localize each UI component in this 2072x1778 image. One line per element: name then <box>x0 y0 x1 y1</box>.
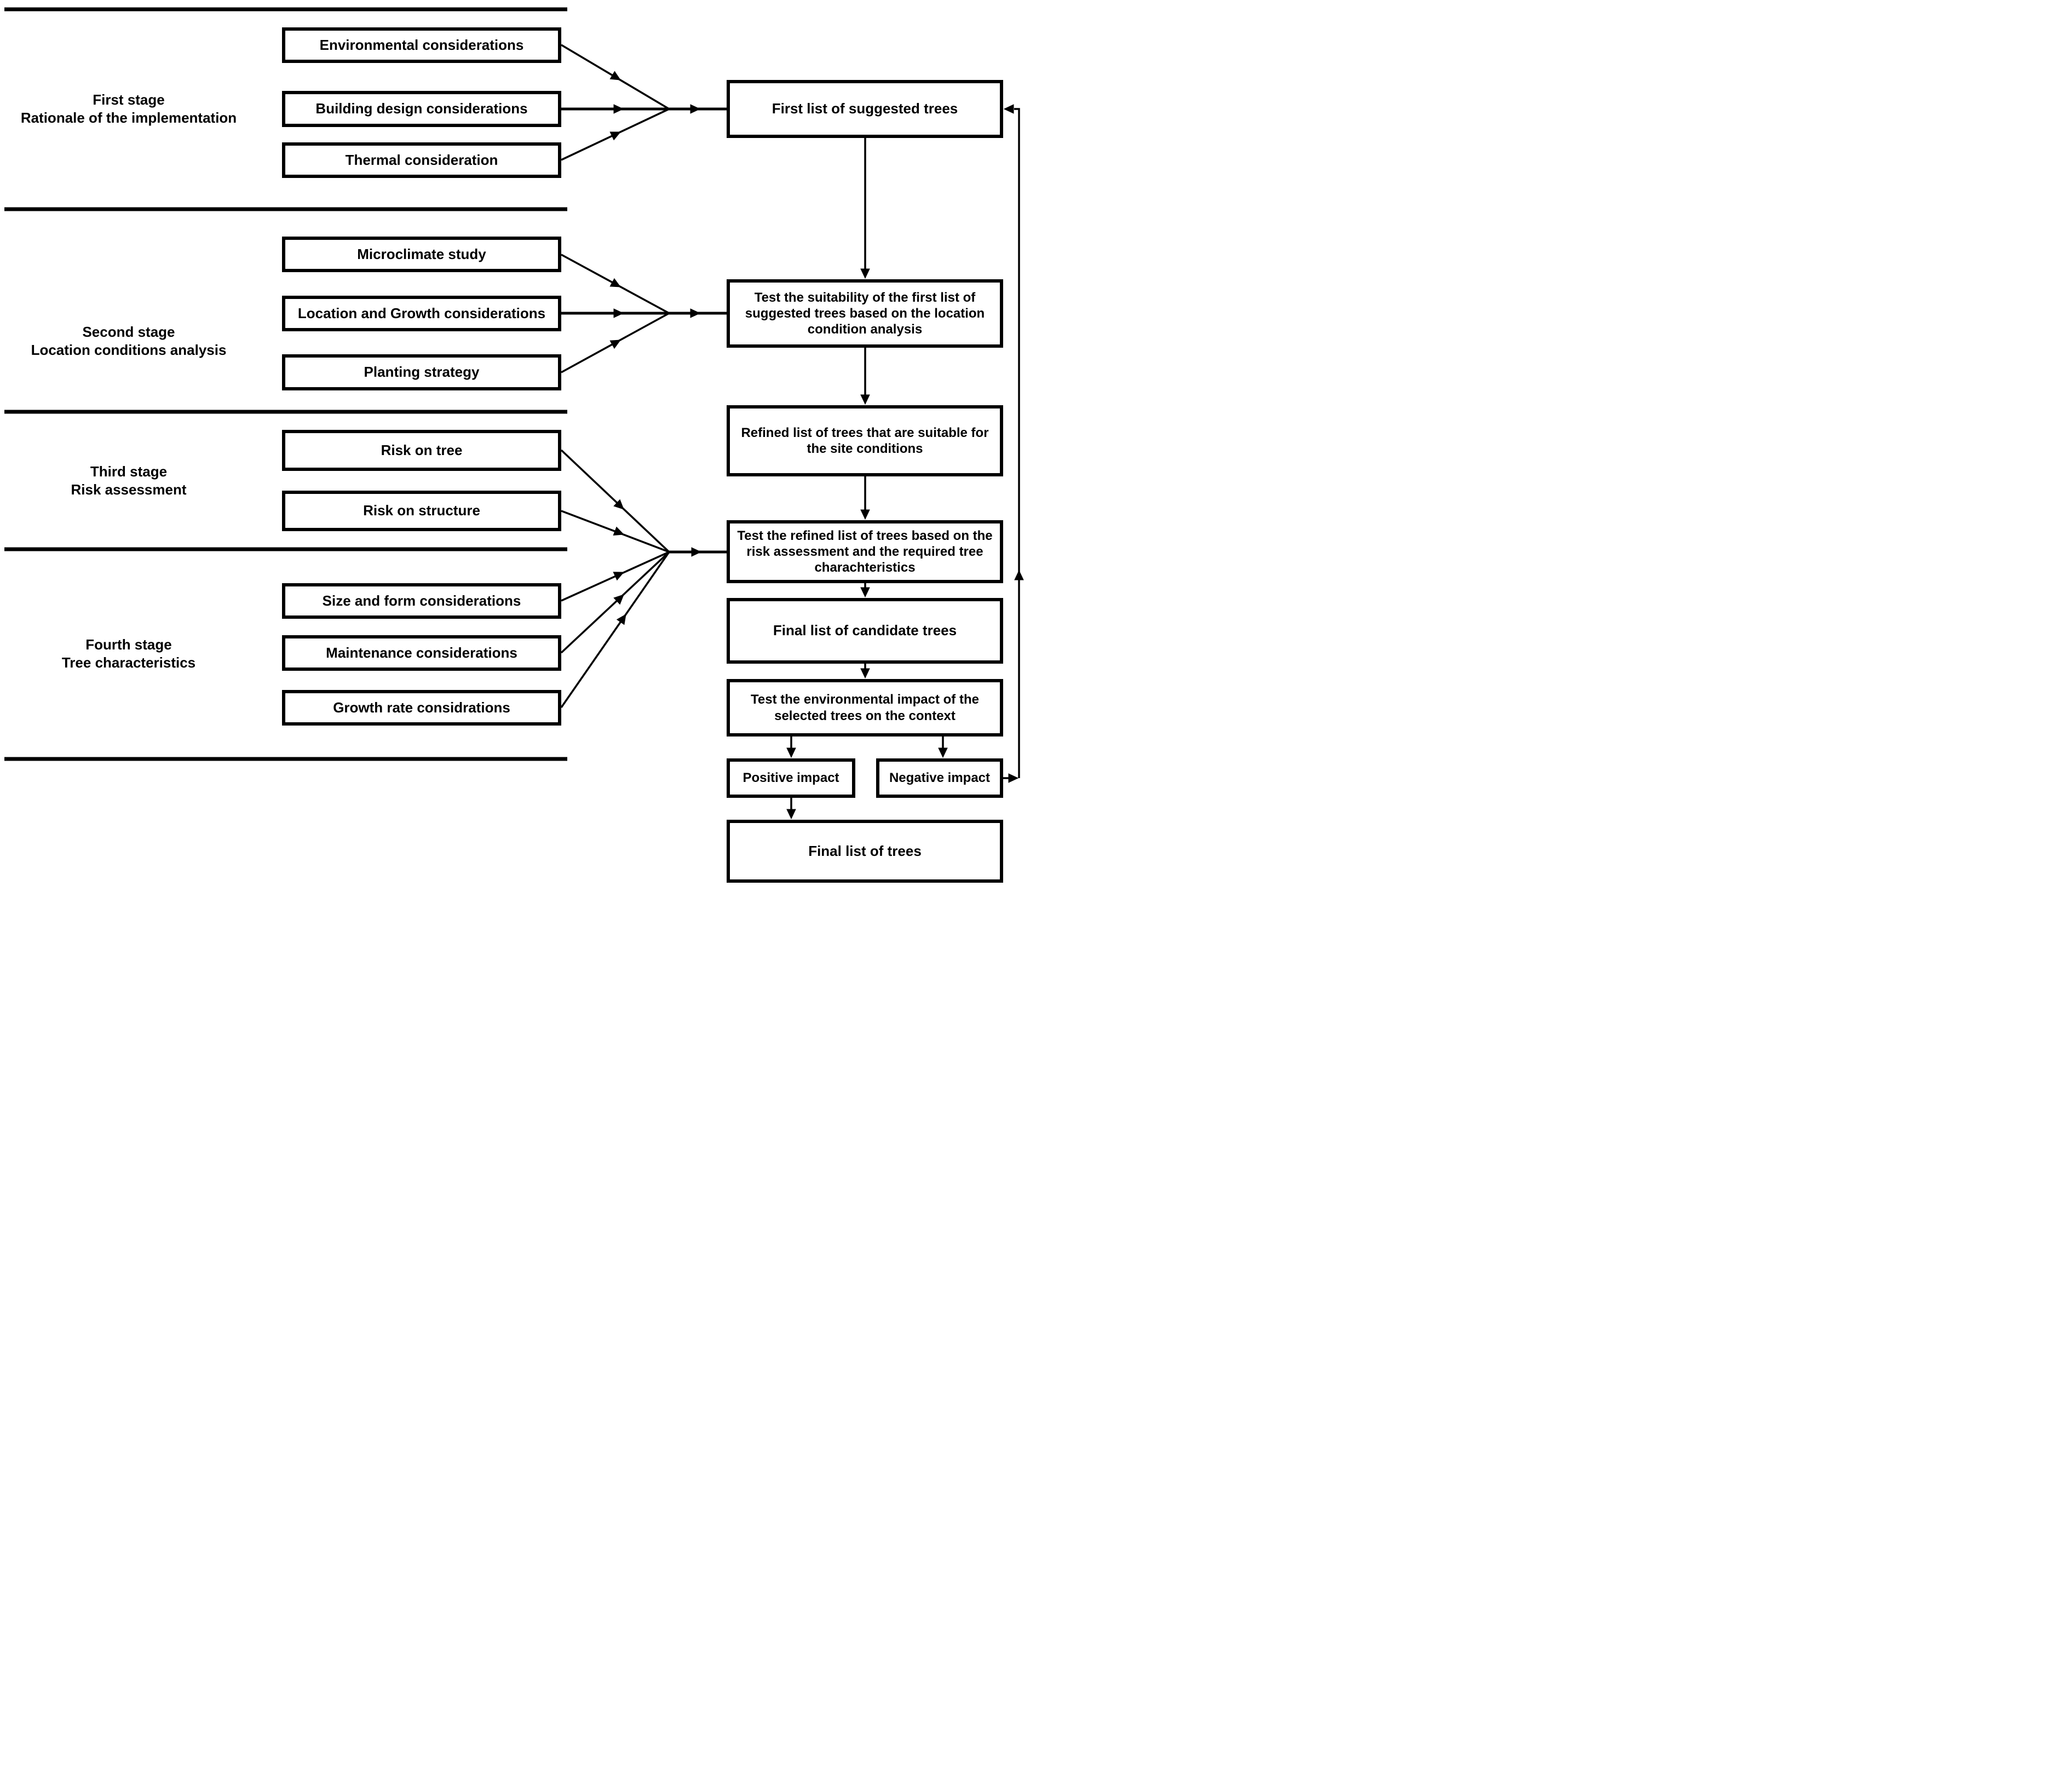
final-list-of-trees-box: Final list of trees <box>727 820 1003 883</box>
maintenance-considerations-box: Maintenance considerations <box>282 635 561 671</box>
negative-feedback-loop <box>1003 104 1024 783</box>
thermal-consideration-box: Thermal consideration <box>282 142 561 178</box>
arrowhead <box>938 747 948 758</box>
stage-1-subtitle: Rationale of the implementation <box>20 110 237 126</box>
first-list-of-suggested-trees-box: First list of suggested trees <box>727 80 1003 138</box>
environmental-considerations-label: Environmental considerations <box>319 36 524 53</box>
arrowhead <box>617 611 630 625</box>
building-design-considerations-box: Building design considerations <box>282 91 561 127</box>
test-suitability-box: Test the suitability of the first list o… <box>727 279 1003 348</box>
stage-3-label: Third stage Risk assessment <box>0 463 257 499</box>
first-list-of-suggested-trees-label: First list of suggested trees <box>772 100 958 117</box>
arrowhead <box>690 308 700 318</box>
microclimate-study-label: Microclimate study <box>357 245 486 262</box>
growth-rate-considerations-box: Growth rate considrations <box>282 690 561 726</box>
arrowhead <box>860 394 870 405</box>
building-design-considerations-label: Building design considerations <box>315 100 528 117</box>
arrowhead <box>860 509 870 520</box>
arrowhead <box>691 547 701 557</box>
negative-impact-box: Negative impact <box>876 758 1003 798</box>
arrowhead <box>860 668 870 678</box>
location-and-growth-considerations-label: Location and Growth considerations <box>297 304 546 321</box>
stage-4-subtitle: Tree characteristics <box>61 654 196 671</box>
planting-strategy-label: Planting strategy <box>364 364 480 381</box>
impact-branch-connectors <box>786 736 948 819</box>
stage-2-title: Second stage <box>82 324 175 340</box>
negative-impact-label: Negative impact <box>889 770 991 786</box>
arrowhead <box>690 104 700 114</box>
test-suitability-label: Test the suitability of the first list o… <box>745 290 985 337</box>
arrowhead <box>613 104 624 114</box>
arrowhead <box>609 278 623 291</box>
arrowhead <box>860 268 870 279</box>
test-refined-list-label: Test the refined list of trees based on … <box>737 528 993 576</box>
risk-on-tree-box: Risk on tree <box>282 430 561 471</box>
arrowhead <box>1008 773 1018 783</box>
positive-impact-box: Positive impact <box>727 758 855 798</box>
stage1-connectors <box>561 44 727 161</box>
stage-4-title: Fourth stage <box>85 636 172 653</box>
arrowhead <box>786 809 796 819</box>
refined-list-label: Refined list of trees that are suitable … <box>741 425 989 456</box>
connector-layer <box>4 7 1024 819</box>
stage-separator-lines <box>4 7 567 761</box>
environmental-considerations-box: Environmental considerations <box>282 27 561 63</box>
arrowhead <box>786 747 796 758</box>
growth-rate-considerations-label: Growth rate considrations <box>333 699 510 716</box>
final-list-of-trees-label: Final list of trees <box>808 842 922 859</box>
arrowhead <box>613 527 626 539</box>
positive-impact-label: Positive impact <box>743 770 839 786</box>
stage-3-subtitle: Risk assessment <box>71 481 187 498</box>
arrowhead <box>609 71 623 84</box>
final-list-of-candidate-trees-box: Final list of candidate trees <box>727 598 1003 664</box>
planting-strategy-box: Planting strategy <box>282 354 561 390</box>
stage-3-title: Third stage <box>90 463 168 480</box>
stage-2-subtitle: Location conditions analysis <box>31 342 227 358</box>
test-refined-list-box: Test the refined list of trees based on … <box>727 520 1003 583</box>
size-and-form-considerations-label: Size and form considerations <box>322 592 521 609</box>
stage-2-label: Second stage Location conditions analysi… <box>0 323 257 359</box>
stage-4-label: Fourth stage Tree characteristics <box>0 636 257 672</box>
refined-list-box: Refined list of trees that are suitable … <box>727 405 1003 476</box>
arrowhead <box>1014 570 1024 580</box>
arrowhead <box>609 128 623 140</box>
risk-on-structure-box: Risk on structure <box>282 491 561 531</box>
arrowhead <box>609 336 623 349</box>
main-flow-connectors <box>860 138 870 678</box>
thermal-consideration-label: Thermal consideration <box>345 151 498 168</box>
size-and-form-considerations-box: Size and form considerations <box>282 583 561 619</box>
risk-on-tree-label: Risk on tree <box>381 441 463 458</box>
arrowhead <box>860 587 870 597</box>
test-environmental-impact-box: Test the environmental impact of the sel… <box>727 679 1003 736</box>
stage2-connectors <box>561 254 727 373</box>
flow-diagram-canvas: First stage Rationale of the implementat… <box>0 0 1036 889</box>
arrowhead <box>613 568 626 580</box>
stage-1-label: First stage Rationale of the implementat… <box>0 91 257 127</box>
arrowhead <box>613 308 624 318</box>
microclimate-study-box: Microclimate study <box>282 237 561 272</box>
stage-1-title: First stage <box>93 91 165 108</box>
stage3-stage4-connectors <box>560 449 727 708</box>
final-list-of-candidate-trees-label: Final list of candidate trees <box>773 622 957 639</box>
arrowhead <box>1004 104 1014 114</box>
maintenance-considerations-label: Maintenance considerations <box>326 644 517 661</box>
risk-on-structure-label: Risk on structure <box>363 502 480 519</box>
location-and-growth-considerations-box: Location and Growth considerations <box>282 296 561 331</box>
test-environmental-impact-label: Test the environmental impact of the sel… <box>751 692 979 723</box>
